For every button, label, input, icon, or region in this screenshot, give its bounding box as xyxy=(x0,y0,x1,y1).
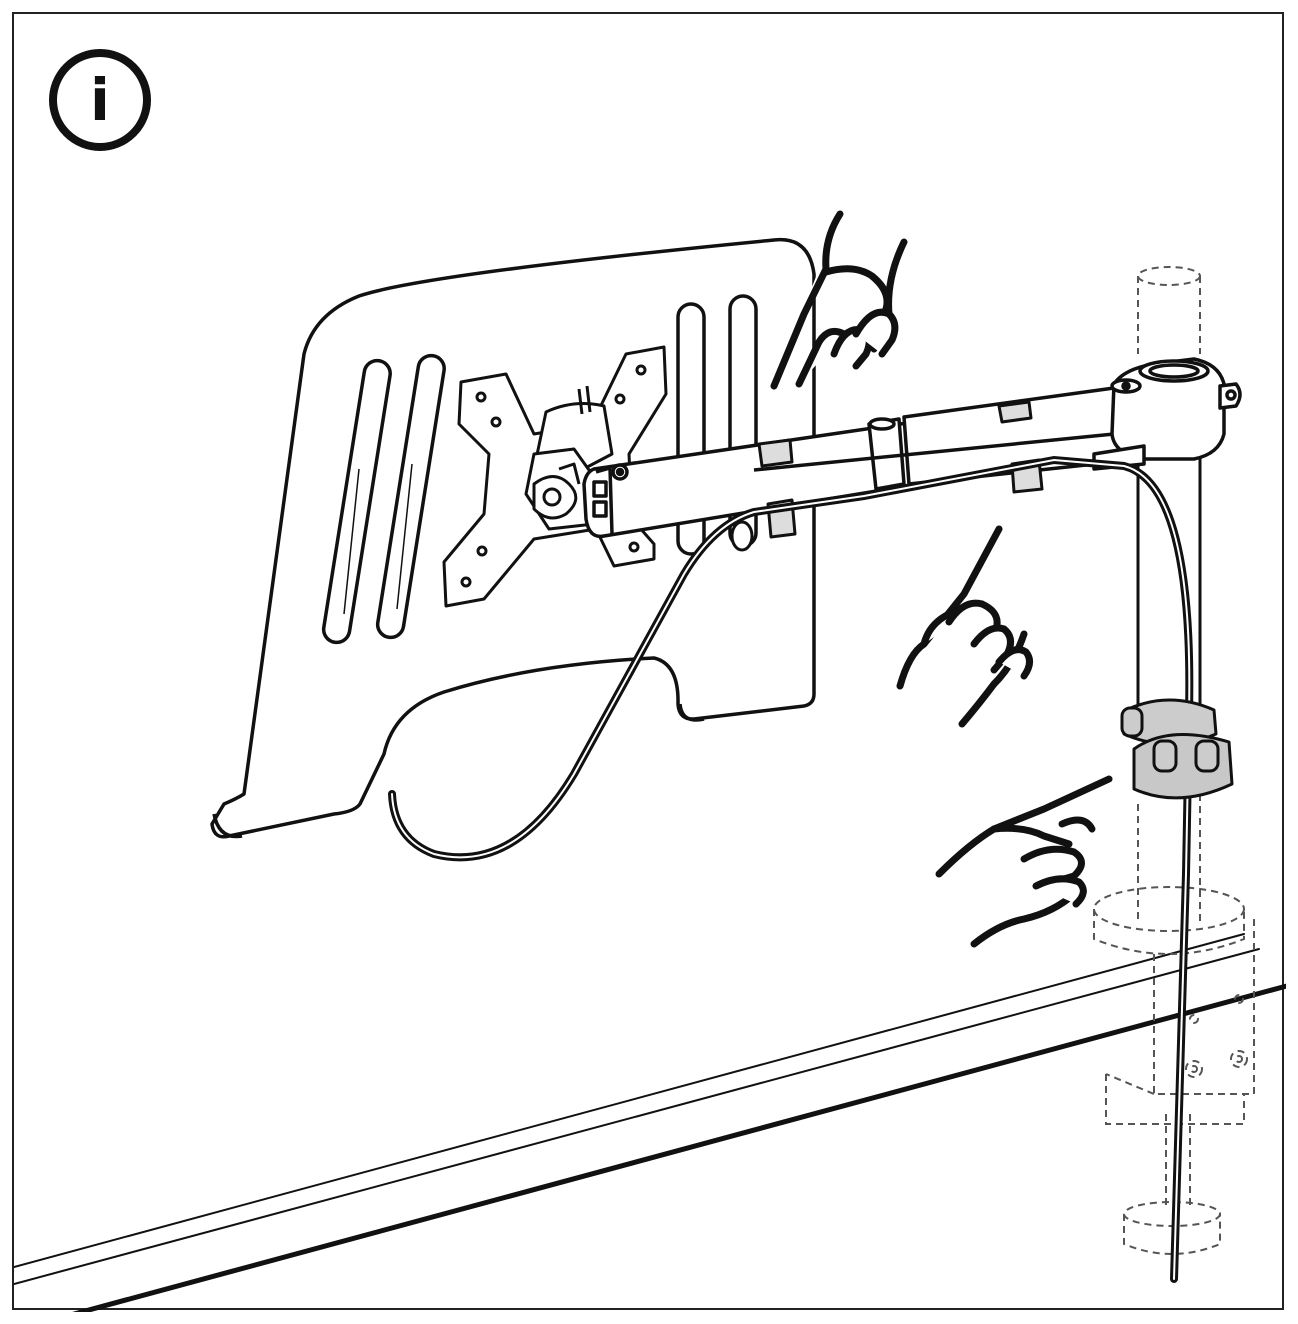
assembly-illustration: i xyxy=(14,49,1286,1312)
info-symbol: i xyxy=(90,66,110,134)
pole xyxy=(1136,444,1202,714)
desk xyxy=(14,933,1286,1312)
illustration-frame: i xyxy=(12,12,1286,1312)
pointing-hand-icon xyxy=(935,775,1113,948)
pointing-hand-icon xyxy=(896,525,1033,728)
tilt-joint xyxy=(524,385,614,531)
info-icon: i xyxy=(49,49,151,151)
cable-collar xyxy=(1120,698,1234,800)
cable-clips xyxy=(757,400,1044,539)
pointing-hand-icon xyxy=(770,210,908,390)
cable xyxy=(388,455,1194,1283)
